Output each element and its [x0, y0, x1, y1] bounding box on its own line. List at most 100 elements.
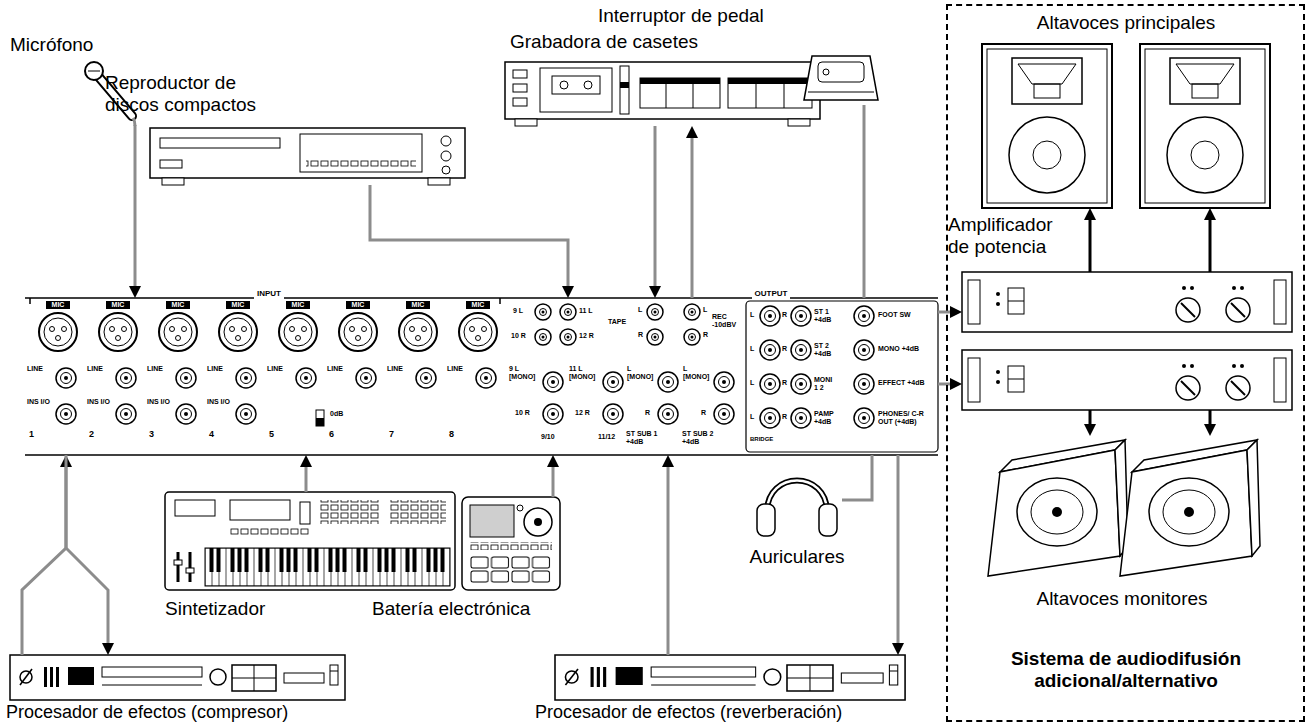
- label-holder: INS I/O: [27, 398, 51, 406]
- panel-label: ST 1 +4dB: [814, 308, 848, 323]
- label-holder: LINE: [147, 365, 174, 373]
- label-holder: L: [703, 306, 711, 314]
- audio-cable: [691, 132, 694, 298]
- label-holder: TAPE: [603, 318, 631, 326]
- main-speakers: Altavoces principales: [982, 44, 1270, 208]
- panel-label: BRIDGE: [750, 436, 786, 443]
- main-speaker-illustration: [982, 44, 1112, 208]
- power-amplifier-illustration: [962, 272, 1292, 332]
- panel-label: INS I/O: [87, 398, 111, 406]
- mixer-panel-illustration: [219, 313, 257, 351]
- mixer-panel-illustration: [647, 329, 663, 345]
- label-holder: MIC: [166, 301, 190, 309]
- label-holder: 6: [329, 430, 343, 440]
- panel-label: 3: [149, 430, 163, 440]
- synthesizer-illustration: [175, 500, 215, 516]
- mixer-panel-illustration: [647, 304, 663, 320]
- monitor-speaker-illustration: [1017, 478, 1097, 546]
- panel-label: 8: [449, 430, 463, 440]
- mixer-panel-illustration: [560, 304, 576, 320]
- mixer-panel-illustration: [476, 368, 496, 388]
- panel-label: MIC: [226, 301, 250, 309]
- mixer-panel-illustration: [29, 298, 31, 304]
- drum-machine-illustration: [524, 508, 552, 536]
- drum-machine-illustration: [534, 518, 542, 526]
- label-holder: Procesador de efectos (reverberación): [535, 702, 842, 723]
- label-holder: REC -10dBV: [712, 313, 744, 328]
- drum-machine-illustration: [470, 542, 552, 550]
- label-holder: INPUT: [254, 290, 284, 299]
- cd-player-illustration: [306, 160, 416, 167]
- panel-label: ST 2 +4dB: [814, 342, 848, 357]
- synthesizer-illustration: [205, 548, 450, 586]
- cassette-recorder-illustration: [505, 62, 820, 126]
- mixer-panel-illustration: [603, 404, 623, 424]
- power-amplifier-illustration: [962, 350, 1292, 410]
- audio-cable: [938, 311, 956, 314]
- headphones-illustration: [757, 481, 837, 537]
- panel-label: R: [782, 413, 791, 421]
- label-holder: Sintetizador: [165, 598, 265, 620]
- synthesizer-illustration: [230, 528, 310, 536]
- panel-label: EFFECT +4dB: [878, 379, 936, 387]
- label-holder: 0dB: [330, 410, 352, 418]
- cd-player-illustration: [300, 134, 422, 172]
- power-amplifier-illustration: [962, 272, 1292, 410]
- cd-player-illustration: [150, 128, 465, 178]
- mixer-panel-illustration: [760, 408, 780, 428]
- panel-label: FOOT SW: [878, 311, 936, 319]
- foot-switch-illustration: [823, 69, 829, 75]
- label-holder: R: [782, 345, 791, 353]
- mixer-panel-illustration: [760, 374, 780, 394]
- cd-player-illustration: [428, 178, 450, 185]
- label-holder: BRIDGE: [750, 436, 786, 443]
- panel-label: PAMP +4dB: [814, 410, 848, 425]
- panel-label: R: [782, 311, 791, 319]
- panel-label: 9 L: [513, 307, 533, 315]
- label-holder: 10 R: [515, 409, 537, 417]
- mixer-panel-illustration: [116, 404, 136, 424]
- monitor-speaker-illustration: [1052, 507, 1062, 517]
- label-holder: ST 1 +4dB: [814, 308, 848, 323]
- microphone: Micrófono: [86, 62, 142, 125]
- monitor-speakers: Altavoces monitores: [982, 436, 1262, 580]
- cassette-recorder-illustration: [756, 84, 757, 108]
- label-holder: INS I/O: [207, 398, 231, 406]
- panel-label: R: [782, 379, 791, 387]
- label-holder: L [MONO]: [627, 365, 657, 380]
- panel-label: LINE: [327, 365, 354, 373]
- audio-cable: [667, 461, 670, 655]
- compressor-unit: Procesador de efectos (compresor): [10, 655, 345, 700]
- panel-label: LINE: [147, 365, 174, 373]
- mixer-panel-illustration: [176, 368, 196, 388]
- label-holder: R: [782, 379, 791, 387]
- cassette-recorder: Grabadora de casetes: [505, 62, 820, 126]
- panel-label: L: [703, 306, 711, 314]
- mixer-panel-illustration: [854, 374, 874, 394]
- foot-switch: Interruptor de pedal: [800, 50, 878, 105]
- panel-label: 11/12: [598, 433, 622, 441]
- headphones-illustration: [767, 481, 827, 513]
- audio-cable: [22, 461, 66, 655]
- label-holder: 4: [209, 430, 223, 440]
- audio-cable: [897, 455, 900, 649]
- cd-player-illustration: [160, 160, 182, 168]
- label-holder: LINE: [27, 365, 54, 373]
- panel-label: 11 L: [579, 307, 601, 315]
- label-holder: OUTPUT: [752, 290, 790, 299]
- panel-label: R: [638, 331, 646, 339]
- panel-label: MIC: [286, 301, 310, 309]
- foot-switch-illustration: [818, 62, 864, 82]
- mixer-panel-illustration: [760, 306, 780, 326]
- mixer-panel-illustration: [854, 340, 874, 360]
- label-holder: Amplificador de potencia: [948, 214, 1076, 258]
- cassette-recorder-illustration: [513, 98, 527, 106]
- panel-label: ST SUB 2 +4dB: [682, 430, 722, 445]
- mixer-panel: INPUTMICMICMICMICMICMICMICMICLINELINELIN…: [25, 298, 938, 455]
- panel-label: 10 R: [515, 409, 537, 417]
- mixer-panel-illustration: [746, 301, 938, 452]
- panel-label: R: [703, 331, 711, 339]
- panel-label: 6: [329, 430, 343, 440]
- panel-label: 0dB: [330, 410, 352, 418]
